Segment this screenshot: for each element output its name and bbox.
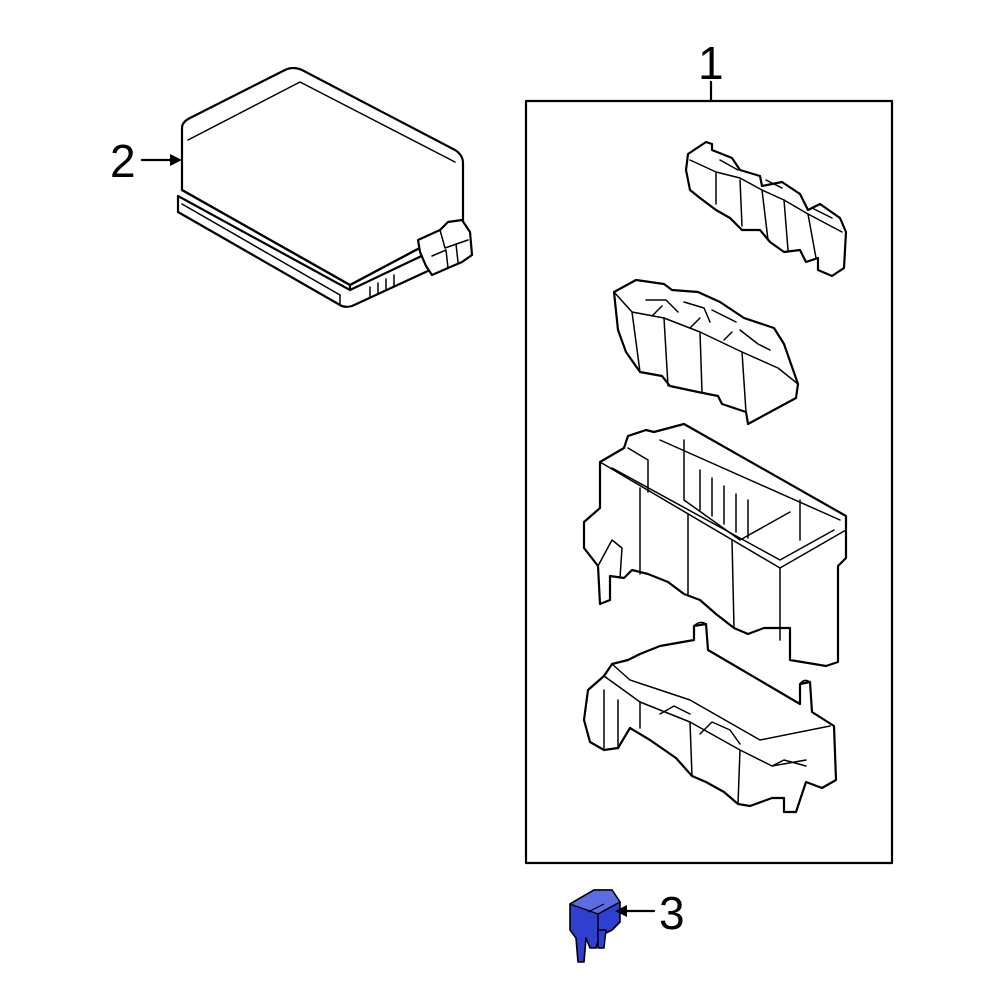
connector-block-small[interactable]: [684, 140, 848, 278]
fuse-box-base[interactable]: [582, 621, 838, 814]
assembly-box: [524, 80, 894, 865]
callout-label-2: 2: [110, 135, 136, 187]
fuse-box-cover[interactable]: [176, 66, 474, 308]
callout-label-1: 1: [698, 37, 724, 89]
relay-holder[interactable]: [612, 278, 800, 426]
fuse[interactable]: [569, 889, 621, 963]
fuse-box-housing[interactable]: [582, 422, 848, 668]
callout-arrow-3: [615, 905, 656, 917]
callout-label-3: 3: [659, 887, 685, 939]
callout-arrow-2: [140, 154, 182, 166]
